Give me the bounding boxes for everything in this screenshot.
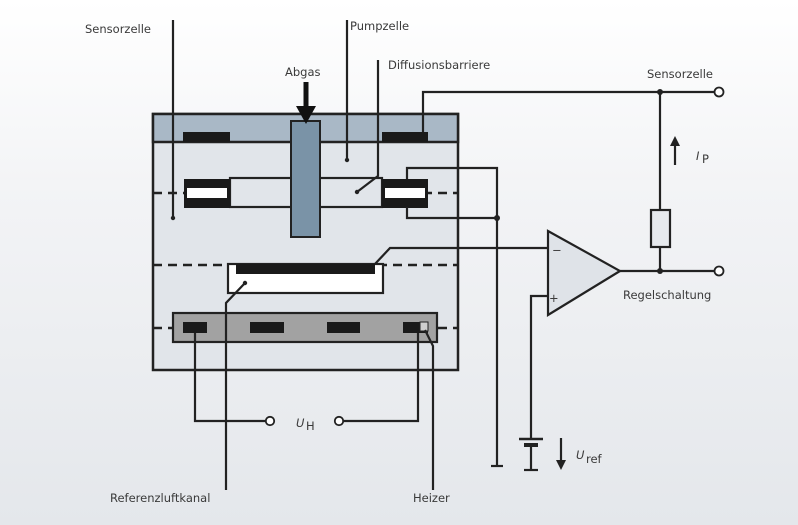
terminal-heater (264, 415, 276, 427)
ref-voltage-arrow-head (556, 460, 566, 470)
gas-inlet (290, 120, 321, 238)
leader-dot (354, 189, 360, 195)
label-heater-voltage: U (296, 416, 305, 430)
label-diffusion-barrier: Diffusionsbarriere (388, 58, 490, 72)
wire-heater-left (193, 333, 266, 423)
heater-layer (171, 311, 439, 344)
op-amp-minus: − (552, 243, 562, 257)
heater-contact (419, 321, 429, 332)
label-heater-voltage-sub: H (306, 419, 315, 433)
exhaust-arrow-head (296, 106, 316, 124)
leader-heater (424, 329, 435, 490)
leader-dot (170, 215, 176, 221)
outer-pump-electrode-right (382, 132, 428, 142)
label-sensor-cell: Sensorzelle (85, 22, 151, 36)
wire-plus-input (529, 294, 548, 439)
terminal-sensor-cell (713, 86, 725, 98)
leader-reference-air-channel (224, 282, 246, 490)
diffusion-gap-right (385, 188, 425, 198)
resistor (649, 208, 672, 249)
wire-heater-right (343, 333, 420, 423)
label-heater: Heizer (413, 491, 450, 505)
label-ref-voltage-sub: ref (586, 452, 603, 466)
leader-diffusion-barrier (356, 60, 380, 193)
leader-dot (242, 280, 248, 286)
wire-pump-electrode (405, 166, 499, 466)
label-control-circuit: Regelschaltung (623, 288, 711, 302)
reference-electrode (236, 264, 375, 274)
leader-dot (344, 157, 350, 163)
node (657, 268, 663, 274)
wire-sensor-cell (421, 90, 714, 132)
heater-element (327, 322, 360, 333)
heater-element (250, 322, 284, 333)
label-pump-cell: Pumpzelle (350, 19, 409, 33)
label-pump-current: I (696, 149, 700, 163)
wire-reference-electrode (374, 246, 548, 265)
label-reference-air-channel: Referenzluftkanal (110, 491, 210, 505)
op-amp-plus: + (549, 291, 559, 305)
heater-element (403, 322, 428, 333)
node (494, 215, 500, 221)
label-exhaust: Abgas (285, 65, 321, 79)
terminal-heater (333, 415, 345, 427)
diffusion-gap-left (187, 188, 227, 198)
pump-current-arrow-head (670, 136, 680, 146)
label-ref-voltage: U (576, 448, 585, 462)
heater-element (183, 322, 207, 333)
outer-pump-electrode-left (183, 132, 230, 142)
op-amp (546, 229, 623, 317)
label-pump-current-sub: P (702, 152, 709, 166)
terminal-control (713, 265, 725, 277)
wire-inner-electrode (405, 207, 497, 220)
label-sensor-cell-terminal: Sensorzelle (647, 67, 713, 81)
